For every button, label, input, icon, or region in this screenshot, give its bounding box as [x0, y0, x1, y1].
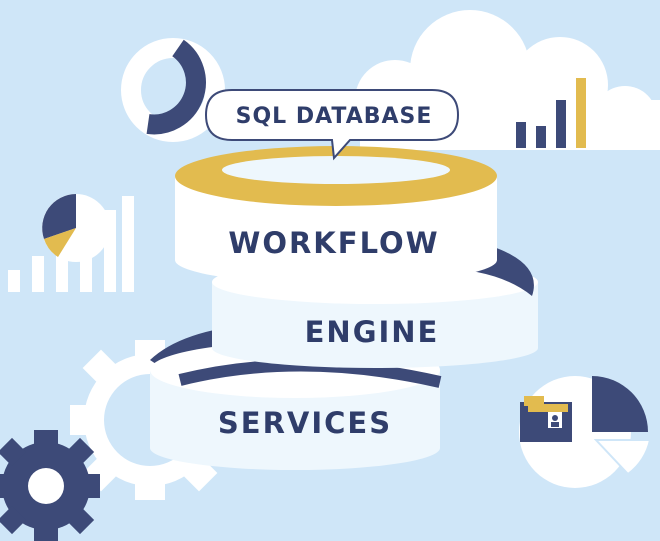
bar-chart-icon	[496, 78, 586, 148]
donut-chart-icon	[121, 38, 225, 142]
bubble-label: SQL DATABASE	[236, 104, 433, 129]
dark-gear-icon	[0, 430, 100, 541]
workflow-tier: WORKFLOW	[175, 146, 497, 284]
tier2-label: ENGINE	[305, 315, 440, 349]
tier1-label: WORKFLOW	[228, 226, 439, 260]
sql-database-bubble: SQL DATABASE	[204, 89, 460, 161]
folder-icon	[520, 396, 572, 442]
pie-chart-icon	[42, 194, 110, 262]
tier3-label: SERVICES	[218, 406, 392, 440]
